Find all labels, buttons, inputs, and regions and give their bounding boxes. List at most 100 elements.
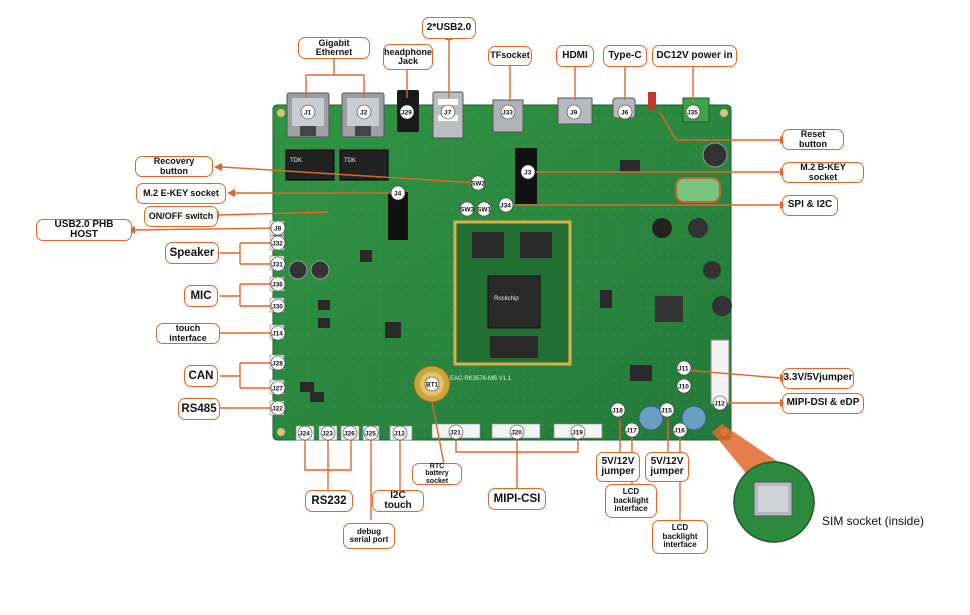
label-recovery-button: Recovery button [135,156,213,177]
svg-text:J27: J27 [272,386,283,393]
bubble-j25: J25 [363,425,379,441]
svg-text:J23: J23 [322,431,333,438]
svg-text:J17: J17 [626,428,637,435]
label-hdmi: HDMI [556,45,594,67]
svg-text:J6: J6 [621,110,629,117]
svg-text:J29: J29 [401,110,412,117]
label-can: CAN [184,365,218,387]
svg-text:J19: J19 [572,430,583,437]
bubble-j24: J24 [297,425,313,441]
label-mipi-dsi-edp: MIPI-DSI & eDP [782,393,864,414]
svg-text:J7: J7 [444,110,452,117]
silk-soc-brand: Rockchip [494,296,519,302]
label-mipi-csi: MIPI-CSI [488,488,546,510]
svg-text:J9: J9 [570,110,578,117]
label-dc12v: DC12V power in [652,45,737,67]
bubble-j20: J20 [509,424,525,440]
label-jumper-33v5v: 3.3V/5Vjumper [782,368,854,389]
svg-text:J21: J21 [450,430,461,437]
svg-text:J1: J1 [304,110,312,117]
bubble-sw3: SW3 [459,201,474,217]
svg-text:J28: J28 [272,361,283,368]
label-gigabit-ethernet: Gigabit Ethernet [298,37,370,59]
svg-text:J16: J16 [674,428,685,435]
bubble-j34: J34 [498,197,514,213]
designator-bubbles: J1 J2 J29 J7 J33 J9 J6 J35 J4 J3 SW2 J34… [270,104,728,441]
bubble-sw2: SW2 [470,175,485,191]
bubble-j16: J16 [672,422,688,438]
m2-ekey-body [388,192,408,240]
svg-text:J15: J15 [661,408,672,415]
bubble-j28: J28 [270,355,286,371]
svg-text:J35: J35 [687,110,698,117]
svg-text:J4: J4 [394,191,402,198]
bubble-j15: J15 [659,402,675,418]
capacitor-large [702,142,728,168]
svg-text:J31: J31 [272,262,283,269]
svg-text:J20: J20 [511,430,522,437]
svg-text:J10: J10 [678,384,689,391]
label-i2c-touch: I2C touch [372,490,424,512]
svg-text:J8: J8 [274,226,282,233]
bubble-j36: J36 [270,276,286,292]
svg-text:J18: J18 [612,408,623,415]
bubble-j30: J30 [270,298,286,314]
svg-text:J33: J33 [502,110,513,117]
bubble-j27: J27 [270,380,286,396]
bubble-j1: J1 [300,104,316,120]
label-usb20-dual: 2*USB2.0 [422,17,476,39]
label-headphone-jack: headphone Jack [383,44,433,70]
bubble-j31: J31 [270,256,286,272]
bubble-j21: J21 [448,424,464,440]
soc-chip [487,275,541,329]
bubble-j10: J10 [676,378,692,394]
svg-text:J36: J36 [272,282,283,289]
silk-tdk-left: TDK [290,158,302,164]
label-onoff-switch: ON/OFF switch [144,206,218,227]
bubble-j2: J2 [356,104,372,120]
bubble-j3: J3 [520,164,536,180]
reset-button-body [648,92,656,110]
inductor-green [675,177,721,203]
svg-text:J13: J13 [394,431,405,438]
bubble-j33: J33 [500,104,516,120]
svg-text:J25: J25 [365,431,376,438]
silk-tdk-right: TDK [344,158,356,164]
bubble-j14: J14 [270,325,286,341]
svg-text:J11: J11 [678,366,689,373]
svg-text:J32: J32 [272,241,283,248]
bubble-j22: J22 [270,400,286,416]
bubble-j35: J35 [685,104,701,120]
bubble-j18: J18 [610,402,626,418]
label-sim-socket: SIM socket (inside) [822,514,925,528]
capacitor-blue-1 [638,405,664,431]
capacitor-blue-2 [681,405,707,431]
label-touch-interface: touch interface [156,323,220,344]
svg-text:J30: J30 [272,304,283,311]
bubble-j19: J19 [570,424,586,440]
svg-text:J22: J22 [272,406,283,413]
bubble-j17: J17 [624,422,640,438]
bubble-j26: J26 [342,425,358,441]
svg-text:SW3: SW3 [460,207,474,214]
label-spi-i2c: SPI & I2C [782,195,838,216]
ram-chip-3 [490,336,538,358]
label-tf-socket: TFsocket [488,46,532,66]
bubble-j9: J9 [566,104,582,120]
label-rs485: RS485 [178,398,220,420]
svg-text:J12: J12 [714,401,725,408]
bubble-j29: J29 [399,104,415,120]
svg-text:J34: J34 [500,203,511,210]
label-lcd-backlight-b: LCD backlight interface [652,520,708,554]
bubble-j32: J32 [270,235,286,251]
label-mic: MIC [184,285,218,307]
svg-text:J26: J26 [344,431,355,438]
small-ics [300,160,652,402]
bubble-j4: J4 [390,185,406,201]
label-m2-bkey: M.2 B-KEY socket [782,162,864,183]
svg-text:BT1: BT1 [426,382,439,389]
svg-text:J3: J3 [524,170,532,177]
bubble-sw1: SW1 [476,201,491,217]
label-speaker: Speaker [165,242,219,264]
